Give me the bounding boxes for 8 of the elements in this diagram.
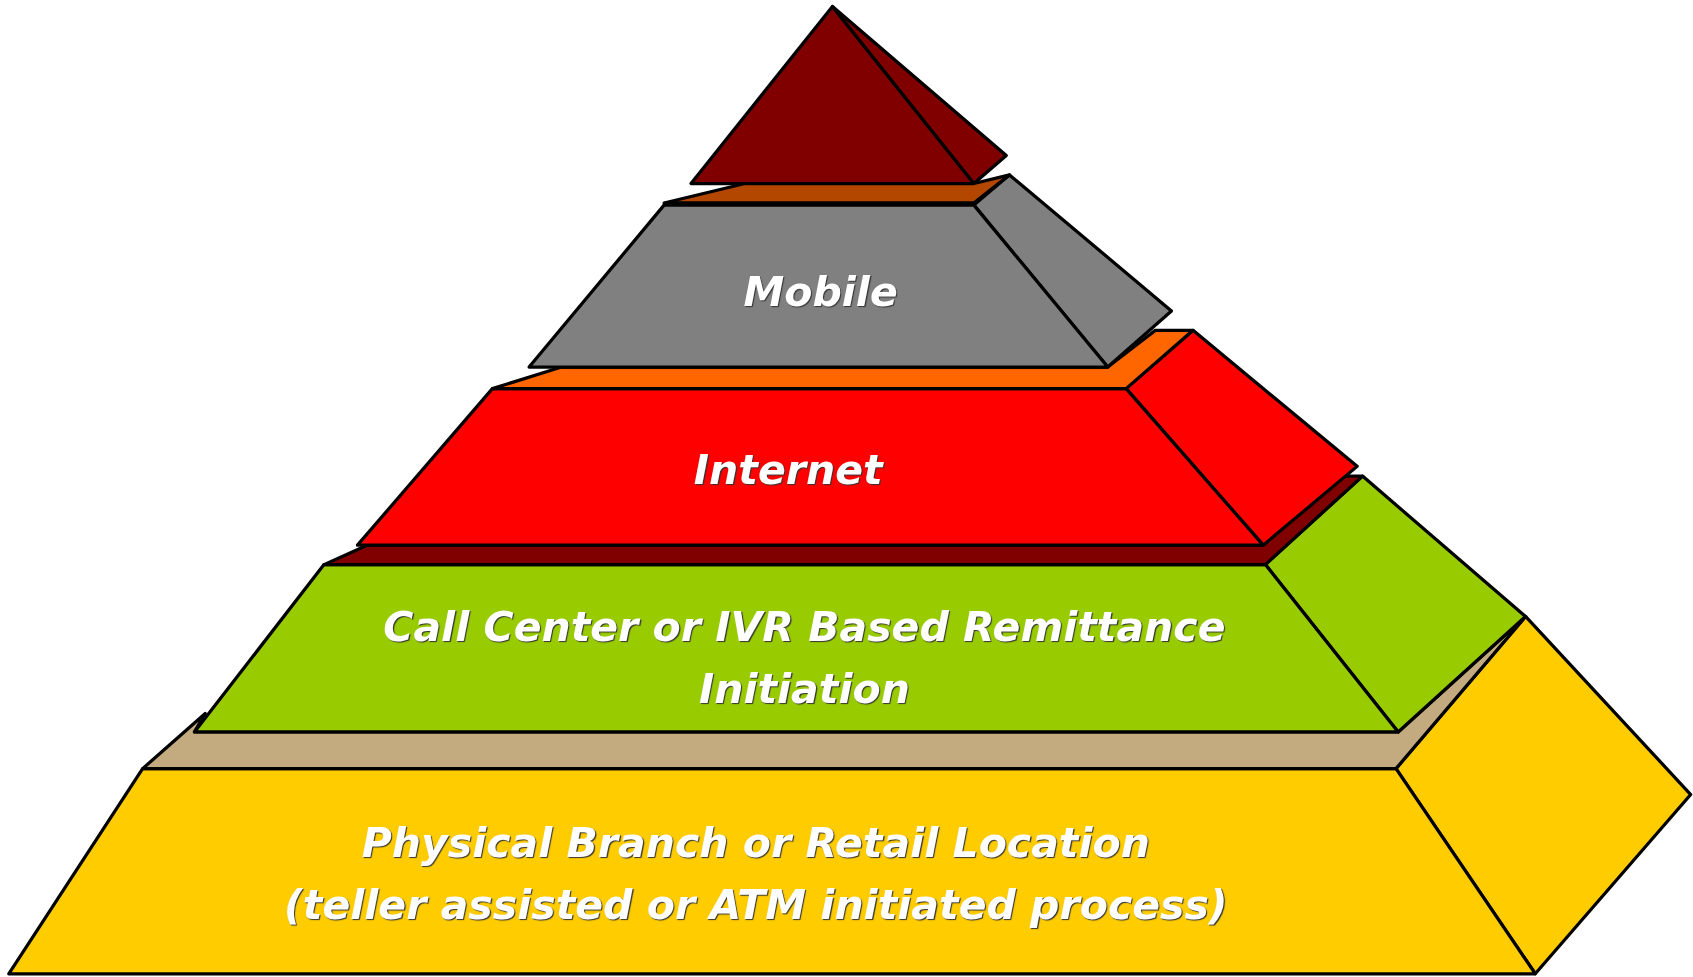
tier-label: Physical Branch or Retail Location (361, 818, 1150, 869)
pyramid-tier (490, 173, 1195, 391)
tier-label: Mobile (743, 266, 898, 317)
tier-label: (teller assisted or ATM initiated process) (284, 879, 1228, 931)
pyramid-apex (662, 4, 1012, 205)
tier-label: Internet (693, 444, 883, 495)
pyramid-tier (322, 328, 1365, 567)
tier-label: Call Center or IVR Based Remittance Initiation (382, 602, 1227, 715)
